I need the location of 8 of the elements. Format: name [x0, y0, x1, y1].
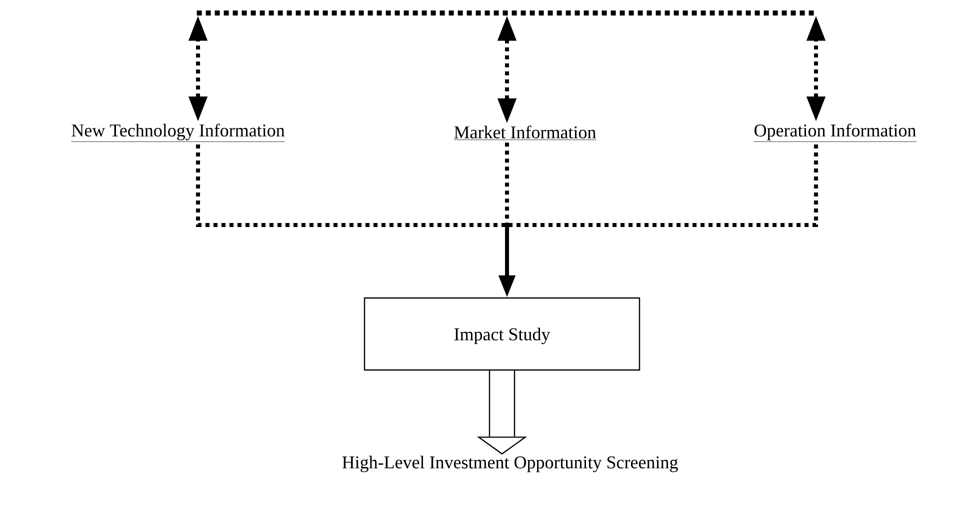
underlined-label: Market Information: [454, 126, 596, 140]
dotted-line: [507, 144, 818, 227]
process-box: Impact Study: [364, 297, 640, 371]
dotted-line: [196, 144, 507, 227]
underlined-label: Operation Information: [754, 124, 916, 142]
text-label: High-Level Investment Opportunity Screening: [342, 456, 678, 472]
dotted-line: [505, 142, 509, 225]
underlined-label: New Technology Information: [70, 124, 286, 142]
